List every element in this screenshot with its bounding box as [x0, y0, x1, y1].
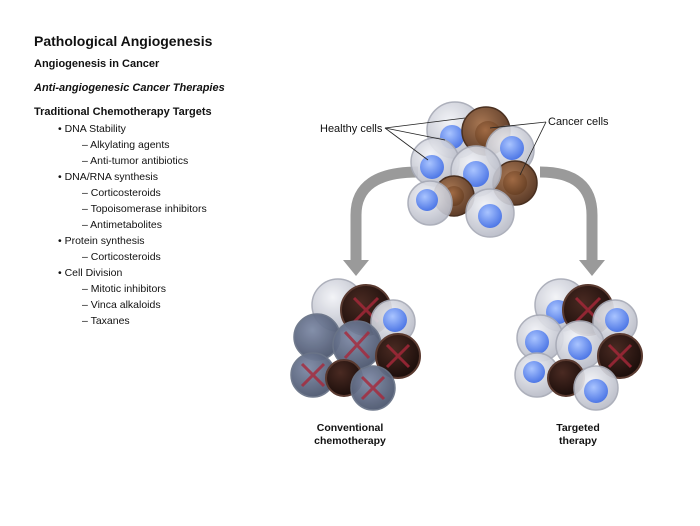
tumor-cluster-conventional: [290, 278, 421, 411]
dead-healthy-cell: [350, 365, 396, 411]
healthy-cells-label: Healthy cells: [320, 123, 383, 135]
healthy-cell: [370, 299, 416, 345]
target-protein-synthesis: • Protein synthesis: [58, 235, 145, 247]
page-title: Pathological Angiogenesis: [34, 33, 213, 49]
list-item: – Antimetabolites: [82, 219, 162, 231]
tumor-cluster-targeted: [514, 278, 643, 411]
page-subtitle: Angiogenesis in Cancer: [34, 58, 160, 70]
right-arrow: [539, 166, 605, 276]
dead-cancer-cell: [597, 333, 643, 379]
healthy-cell: [555, 320, 605, 370]
list-item: – Taxanes: [82, 315, 130, 327]
left-arrow: [343, 166, 419, 276]
healthy-cell: [573, 365, 619, 411]
target-dna-stability: • DNA Stability: [58, 123, 126, 135]
list-item: – Alkylating agents: [82, 139, 170, 151]
conventional-caption-line2: chemotherapy: [314, 435, 386, 447]
dead-healthy-cell: [290, 352, 336, 398]
healthy-cell: [514, 352, 560, 398]
conventional-caption-line1: Conventional: [317, 422, 384, 434]
label-leaders: [384, 117, 547, 176]
list-title: Traditional Chemotherapy Targets: [34, 106, 212, 118]
list-item: – Topoisomerase inhibitors: [82, 203, 207, 215]
targeted-caption-line1: Targeted: [556, 422, 600, 434]
healthy-cell: [407, 180, 453, 226]
tumor-cluster-before: [407, 101, 538, 238]
cancer-cells-label: Cancer cells: [548, 116, 609, 128]
list-item: – Anti-tumor antibiotics: [82, 155, 189, 167]
target-dna-rna-synthesis: • DNA/RNA synthesis: [58, 171, 158, 183]
list-item: – Mitotic inhibitors: [82, 283, 167, 295]
dead-cancer-cell: [375, 333, 421, 379]
list-item: – Corticosteroids: [82, 251, 161, 263]
healthy-cell: [465, 188, 515, 238]
target-cell-division: • Cell Division: [58, 267, 123, 279]
list-item: – Vinca alkaloids: [82, 299, 161, 311]
list-item: – Corticosteroids: [82, 187, 161, 199]
section-title: Anti-angiogenesic Cancer Therapies: [34, 82, 225, 94]
targeted-caption-line2: therapy: [559, 435, 597, 447]
